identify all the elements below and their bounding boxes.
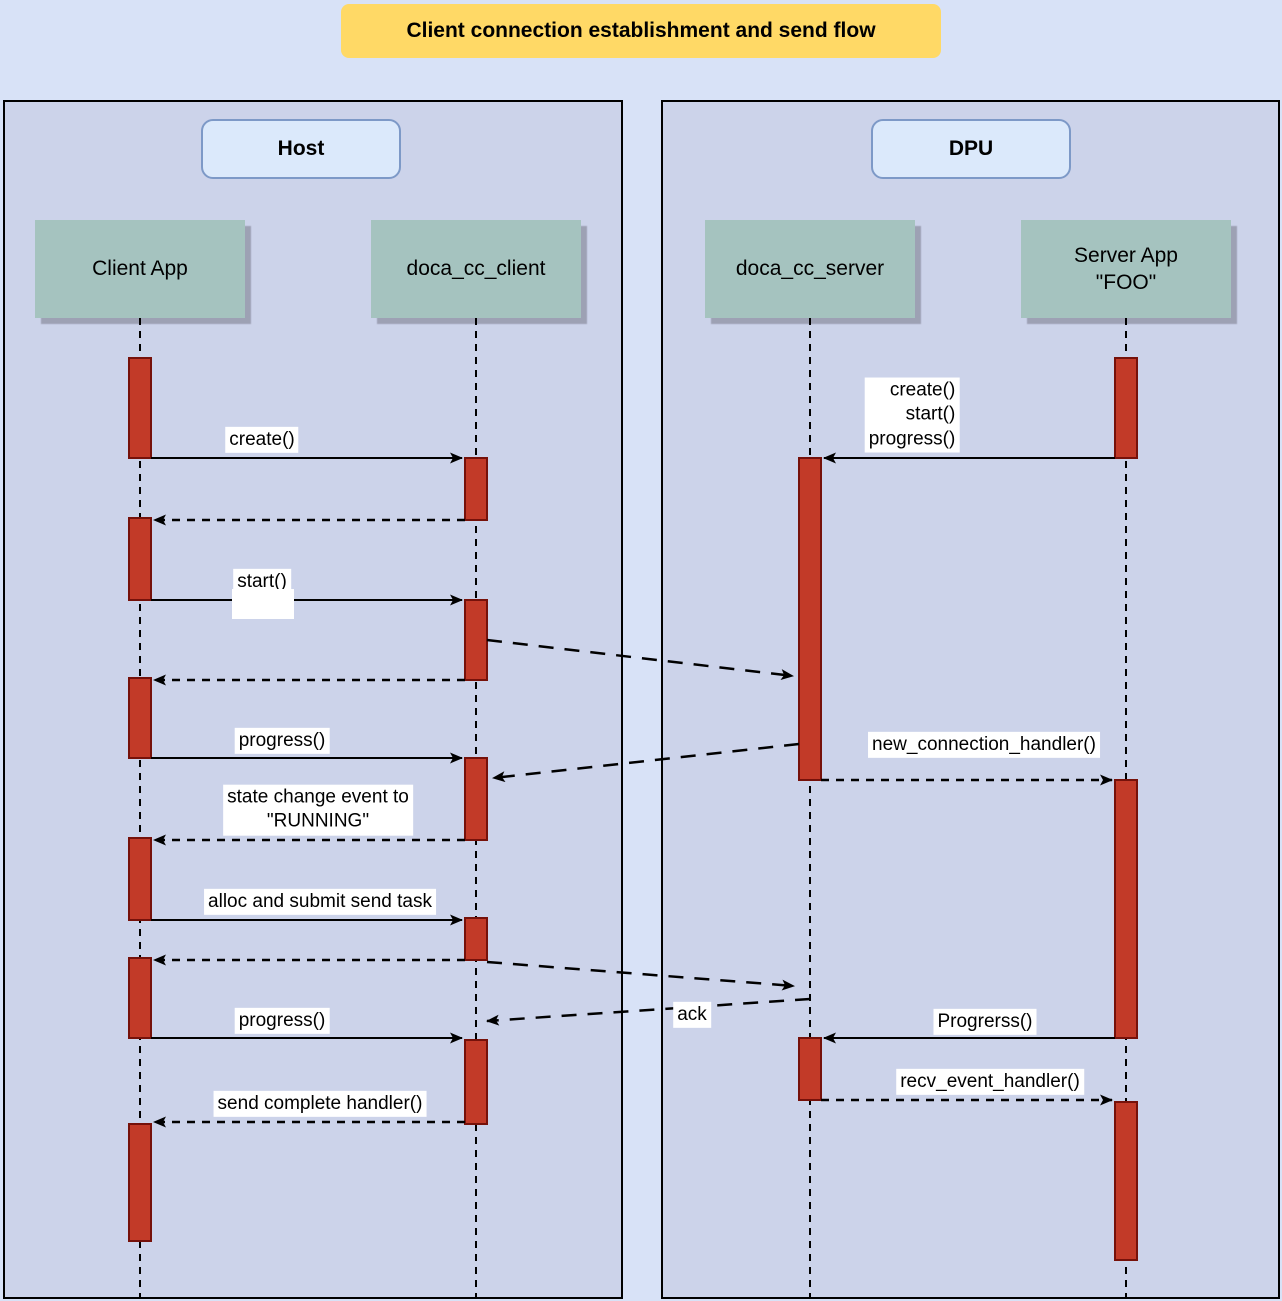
activation-bar-doca-cc-client xyxy=(464,457,488,521)
message-label-progrerss: Progrerss() xyxy=(933,1008,1037,1036)
activation-bar-client-app xyxy=(128,1123,152,1242)
activation-bar-server-app xyxy=(1114,357,1138,459)
message-arrow-cross-ack xyxy=(486,997,811,1026)
diagram-title: Client connection establishment and send… xyxy=(341,4,941,58)
message-label-progress-1: progress() xyxy=(234,727,330,755)
message-arrow-cross-new-conn xyxy=(492,742,800,783)
participant-box-client-app: Client App xyxy=(35,220,245,318)
participant-label: doca_cc_server xyxy=(735,257,885,281)
message-label-create-host: create() xyxy=(225,426,299,454)
participant-label: Server App xyxy=(1074,243,1178,267)
activation-bar-client-app xyxy=(128,837,152,921)
activation-bar-server-app xyxy=(1114,1101,1138,1261)
activation-bar-doca-cc-client xyxy=(464,917,488,961)
message-label-line: state change event to xyxy=(227,786,409,808)
message-label-progress-2: progress() xyxy=(234,1007,330,1035)
activation-bar-client-app xyxy=(128,517,152,601)
message-label-alloc-submit-send: alloc and submit send task xyxy=(204,888,436,916)
message-label-new-conn-handler: new_connection_handler() xyxy=(868,731,1100,759)
dpu-frame-label: DPU xyxy=(871,119,1071,179)
message-label-line: progress() xyxy=(238,729,326,751)
activation-bar-client-app xyxy=(128,357,152,459)
message-label-recv-event-handler: recv_event_handler() xyxy=(896,1068,1084,1096)
message-label-line: create() xyxy=(229,428,295,450)
message-label-line: Progrerss() xyxy=(937,1010,1033,1032)
message-label-line: ack xyxy=(677,1003,707,1025)
message-label-line: progress() xyxy=(868,428,956,450)
message-label-line: alloc and submit send task xyxy=(208,890,432,912)
activation-bar-server-app xyxy=(1114,779,1138,1039)
message-label-state-change-event: state change event to "RUNNING" xyxy=(223,784,413,836)
message-label-line: "RUNNING" xyxy=(266,811,370,832)
message-arrow-cross-start xyxy=(486,638,794,681)
participant-box-doca-cc-server: doca_cc_server xyxy=(705,220,915,318)
message-label-line: progress() xyxy=(238,1009,326,1031)
message-label-line: send complete handler() xyxy=(217,1092,423,1114)
participant-box-server-app: Server App "FOO" xyxy=(1021,220,1231,318)
participant-label: doca_cc_client xyxy=(406,257,546,281)
host-frame-label: Host xyxy=(201,119,401,179)
empty-message-label xyxy=(232,589,294,619)
message-label-line: recv_event_handler() xyxy=(900,1070,1080,1092)
message-label-line: create() xyxy=(889,379,956,401)
message-label-line: start() xyxy=(237,570,287,592)
message-label-line: new_connection_handler() xyxy=(872,733,1096,755)
activation-bar-doca-cc-server xyxy=(798,457,822,781)
participant-label: "FOO" xyxy=(1095,271,1157,294)
message-label-cross-ack: ack xyxy=(673,1001,711,1029)
message-arrow-cross-send xyxy=(486,960,795,991)
activation-bar-client-app xyxy=(128,677,152,759)
message-label-send-complete: send complete handler() xyxy=(213,1090,427,1118)
activation-bar-doca-cc-client xyxy=(464,757,488,841)
participant-box-doca-cc-client: doca_cc_client xyxy=(371,220,581,318)
activation-bar-doca-cc-server xyxy=(798,1037,822,1101)
participant-label: Client App xyxy=(92,257,188,281)
activation-bar-client-app xyxy=(128,957,152,1039)
activation-bar-doca-cc-client xyxy=(464,599,488,681)
message-label-server-init: create()start() progress() xyxy=(864,377,960,453)
activation-bar-doca-cc-client xyxy=(464,1039,488,1125)
message-label-line: start() xyxy=(905,403,956,425)
